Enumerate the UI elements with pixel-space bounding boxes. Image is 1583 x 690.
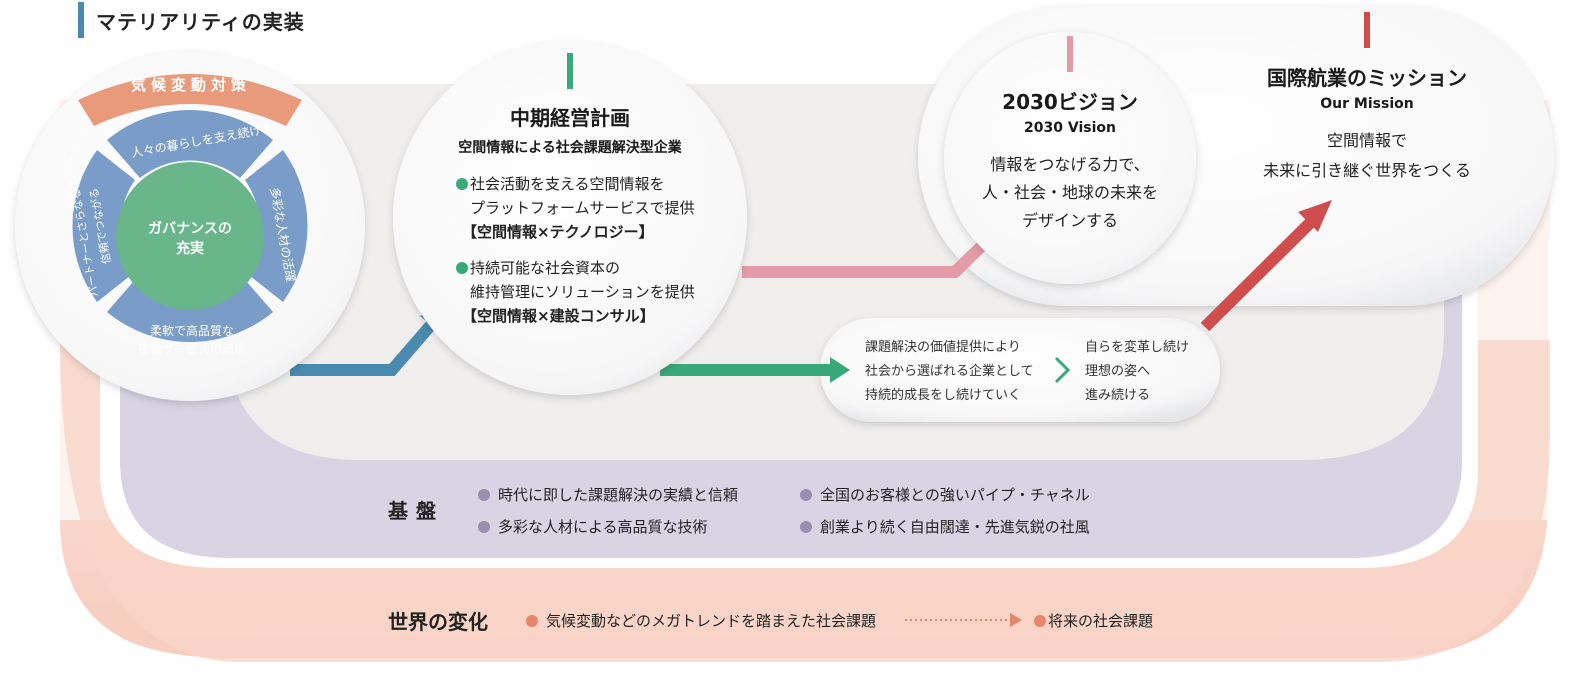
ring-item-quality-2: 技術サービスの追求 <box>137 342 246 356</box>
vision-line1: 情報をつなげる力で、 <box>990 155 1150 174</box>
foundation-item-1-text: 時代に即した課題解決の実績と信頼 <box>498 486 739 504</box>
vision-circle <box>944 32 1196 284</box>
value-pill <box>820 318 1220 422</box>
governance-core-line1: ガバナンスの <box>148 221 232 237</box>
mission-subtitle: Our Mission <box>1320 96 1414 112</box>
world-change-item-2: 将来の社会課題 <box>1034 610 1153 631</box>
value-left-line1: 課題解決の価値提供により <box>865 340 1021 355</box>
page-title: マテリアリティの実装 <box>96 10 305 34</box>
value-left-line2: 社会から選ばれる企業として <box>865 364 1034 379</box>
foundation-label: 基盤 <box>388 499 444 523</box>
midterm-item1-tag: 【空間情報×テクノロジー】 <box>462 223 654 241</box>
ring-item-quality-1: 柔軟で高品質な <box>149 324 234 338</box>
midterm-item2: 持続可能な社会資本の 維持管理にソリューションを提供 【空間情報×建設コンサル】 <box>456 256 695 328</box>
midterm-item2-tag: 【空間情報×建設コンサル】 <box>462 307 655 325</box>
value-right-line1: 自らを変革し続け <box>1085 340 1190 355</box>
midterm-subtitle: 空間情報による社会課題解決型企業 <box>458 140 682 156</box>
vision-line2: 人・社会・地球の未来を <box>981 183 1158 202</box>
value-right-line2: 理想の姿へ <box>1085 364 1151 379</box>
vision-subtitle: 2030 Vision <box>1024 120 1116 136</box>
world-change-label: 世界の変化 <box>388 610 488 634</box>
value-right-text: 自らを変革し続け 理想の姿へ 進み続ける <box>1085 336 1189 408</box>
vision-line3: デザインする <box>1021 211 1118 230</box>
governance-core <box>116 162 264 310</box>
world-change-item-2-text: 将来の社会課題 <box>1048 612 1154 630</box>
mission-line1: 空間情報で <box>1326 131 1407 150</box>
foundation-item-2: 全国のお客様との強いパイプ・チャネル <box>800 484 1090 505</box>
title-accent-bar <box>78 2 84 38</box>
climate-band-label: 気候変動対策 <box>130 76 251 94</box>
value-left-text: 課題解決の価値提供により 社会から選ばれる企業として 持続的成長をし続けていく <box>865 336 1034 408</box>
midterm-item1-line2: プラットフォームサービスで提供 <box>470 199 695 217</box>
foundation-item-4-text: 創業より続く自由闊達・先進気鋭の社風 <box>820 518 1090 536</box>
midterm-item1: 社会活動を支える空間情報を プラットフォームサービスで提供 【空間情報×テクノロ… <box>456 172 695 244</box>
mission-title: 国際航業のミッション <box>1267 66 1467 90</box>
midterm-item1-line1: 社会活動を支える空間情報を <box>470 175 665 193</box>
midterm-item2-line1: 持続可能な社会資本の <box>470 259 621 277</box>
foundation-item-2-text: 全国のお客様との強いパイプ・チャネル <box>820 486 1090 504</box>
foundation-item-3: 多彩な人材による高品質な技術 <box>478 516 708 537</box>
midterm-to-vision-arrow <box>742 230 998 278</box>
foundation-item-3-text: 多彩な人材による高品質な技術 <box>498 518 708 536</box>
foundation-item-4: 創業より続く自由闊達・先進気鋭の社風 <box>800 516 1090 537</box>
world-change-item-1-text: 気候変動などのメガトレンドを踏まえた社会課題 <box>546 612 877 630</box>
vision-title: 2030ビジョン <box>1002 90 1138 114</box>
midterm-item2-line2: 維持管理にソリューションを提供 <box>470 283 695 301</box>
governance-core-line2: 充実 <box>176 241 204 257</box>
world-change-item-1: 気候変動などのメガトレンドを踏まえた社会課題 <box>526 610 876 631</box>
climate-band <box>78 74 302 126</box>
value-left-line3: 持続的成長をし続けていく <box>865 388 1022 403</box>
materiality-to-midterm-arrow <box>290 314 442 376</box>
midterm-circle <box>393 41 747 395</box>
chevron-right-icon <box>1054 356 1071 384</box>
value-to-mission-arrow <box>1200 210 1323 332</box>
value-right-line3: 進み続ける <box>1085 388 1151 403</box>
mission-line2: 未来に引き継ぐ世界をつくる <box>1263 161 1471 180</box>
midterm-title: 中期経営計画 <box>510 106 630 130</box>
foundation-item-1: 時代に即した課題解決の実績と信頼 <box>478 484 738 505</box>
